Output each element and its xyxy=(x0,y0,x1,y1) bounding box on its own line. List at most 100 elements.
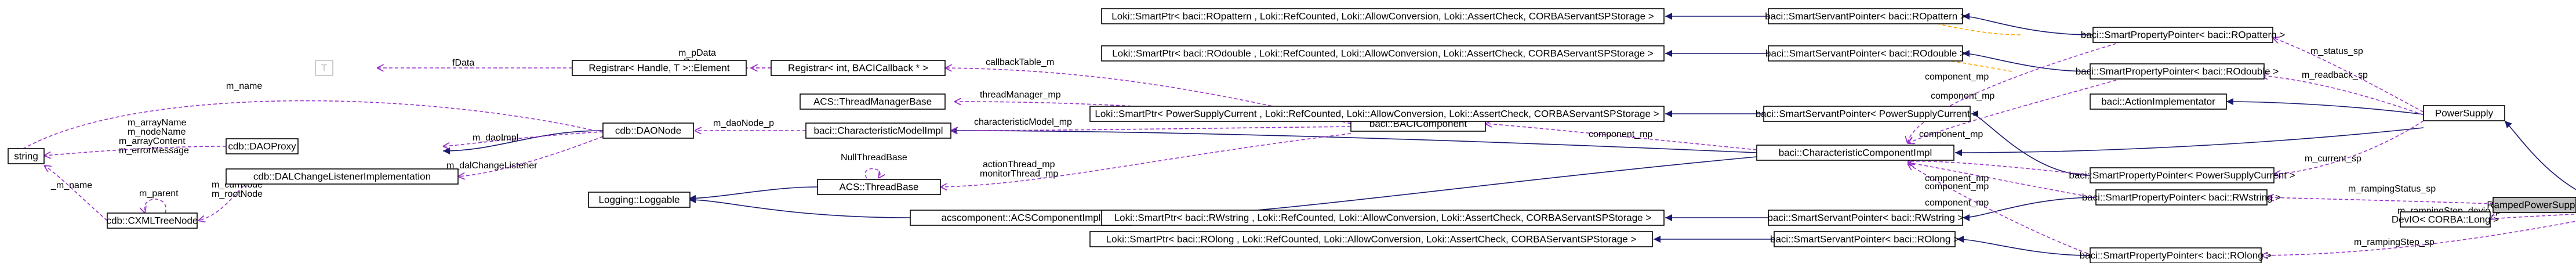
label-component-mp-4: component_mp xyxy=(1919,129,1983,139)
class-name: cdb::CXMLTreeNode xyxy=(107,215,198,226)
edge-inherit-spp-psc xyxy=(1971,110,2091,176)
class-node-ssp-rolong[interactable]: baci::SmartServantPointer< baci::ROlong … xyxy=(1770,231,1959,247)
edge-use-status-sp xyxy=(2273,38,2424,113)
class-name: baci::SmartServantPointer< baci::ROdoubl… xyxy=(1765,48,1965,59)
edge-use-string-cxml xyxy=(44,165,108,221)
edge-inherit-threadbase-logging xyxy=(688,186,818,202)
class-box xyxy=(226,168,459,185)
edge-use-cxml-parent xyxy=(144,199,167,213)
class-node-logging-loggable[interactable]: Logging::Loggable xyxy=(588,192,691,208)
class-name: baci::CharacteristicComponentImpl xyxy=(1779,147,1932,158)
class-node-spp-ropattern[interactable]: baci::SmartPropertyPointer< baci::ROpatt… xyxy=(2081,27,2286,43)
class-node-loki-rwstring[interactable]: Loki::SmartPtr< baci::RWstring , Loki::R… xyxy=(1101,210,1665,226)
edge-inherit-ramped-powersupply xyxy=(2504,120,2576,190)
label-monitorthread-mp: monitorThread_mp xyxy=(980,169,1058,179)
class-node-rampedpowersupply[interactable]: RampedPowerSupply xyxy=(2487,197,2576,213)
class-name: cdb::DAONode xyxy=(615,125,681,136)
class-box xyxy=(8,148,45,164)
class-name: ACS::ThreadBase xyxy=(839,182,918,193)
class-node-loki-rolong[interactable]: Loki::SmartPtr< baci::ROlong , Loki::Ref… xyxy=(1089,231,1653,247)
edge-use-component-2 xyxy=(1908,43,2117,143)
class-box xyxy=(602,123,694,139)
class-node-acs-threadmanagerbase[interactable]: ACS::ThreadManagerBase xyxy=(800,93,946,110)
class-box xyxy=(315,60,333,76)
label-characteristicmodel-mp: characteristicModel_mp xyxy=(974,117,1072,127)
class-node-acscomponent[interactable]: acscomponent::ACSComponentImpl xyxy=(910,210,1132,226)
class-box xyxy=(1101,8,1665,24)
class-node-string[interactable]: string xyxy=(8,148,45,164)
class-box xyxy=(572,60,747,76)
label-m-pdata: m_pData xyxy=(678,48,716,58)
class-node-loki-psc[interactable]: Loki::SmartPtr< PowerSupplyCurrent , Lok… xyxy=(1089,106,1665,122)
edge-inherit-spp-ropattern xyxy=(1962,13,2094,35)
class-box xyxy=(2090,247,2262,263)
class-node-registrar-element[interactable]: Registrar< Handle, T >::Element xyxy=(572,60,747,76)
edge-use-current-sp xyxy=(2274,120,2424,174)
class-node-spp-rolong[interactable]: baci::SmartPropertyPointer< baci::ROlong… xyxy=(2080,247,2272,263)
class-box xyxy=(1768,8,1963,24)
class-node-cdb-daoproxy[interactable]: cdb::DAOProxy xyxy=(226,138,299,154)
class-node-spp-rwstring[interactable]: baci::SmartPropertyPointer< baci::RWstri… xyxy=(2082,189,2281,206)
class-node-loki-rodouble[interactable]: Loki::SmartPtr< baci::ROdouble , Loki::R… xyxy=(1101,45,1665,62)
class-box xyxy=(2095,189,2268,206)
edge-use-rampingstep-devio-p xyxy=(2490,212,2576,219)
label-callbacktable-m: callbackTable_m xyxy=(986,57,1054,67)
class-box xyxy=(2400,211,2491,228)
label-m-parent: m_parent xyxy=(139,189,179,199)
class-box xyxy=(771,60,946,76)
class-name: ACS::ThreadManagerBase xyxy=(813,96,932,107)
class-node-acs-threadbase[interactable]: ACS::ThreadBase xyxy=(817,179,941,195)
class-name: baci::SmartPropertyPointer< baci::ROlong… xyxy=(2080,250,2272,261)
class-name: DevIO< CORBA::Long > xyxy=(2392,214,2499,225)
class-name: cdb::DALChangeListenerImplementation xyxy=(253,171,431,182)
class-box xyxy=(1756,145,1954,161)
class-node-t[interactable]: T xyxy=(315,60,333,76)
class-node-registrar-int[interactable]: Registrar< int, BACICallback * > xyxy=(771,60,946,76)
label-m-rootnode: m_rootNode xyxy=(212,189,263,199)
class-name: Registrar< Handle, T >::Element xyxy=(588,63,729,74)
class-node-ssp-rwstring[interactable]: baci::SmartServantPointer< baci::RWstrin… xyxy=(1768,210,1964,226)
class-node-baci-actionimpl[interactable]: baci::ActionImplementator xyxy=(2090,93,2227,110)
class-node-spp-rodouble[interactable]: baci::SmartPropertyPointer< baci::ROdoub… xyxy=(2076,63,2279,80)
label-m-current-sp: m_current_sp xyxy=(2305,154,2361,164)
edge-use-callbacktable xyxy=(945,68,1351,124)
class-name: Loki::SmartPtr< baci::ROlong , Loki::Ref… xyxy=(1106,234,1637,245)
class-name: acscomponent::ACSComponentImpl xyxy=(942,212,1101,224)
class-node-cdb-cxmltreenode[interactable]: cdb::CXMLTreeNode xyxy=(107,212,198,229)
edge-inherit-daoproxy-daonode xyxy=(442,130,604,154)
label-actionthread-mp: actionThread_mp xyxy=(983,160,1055,170)
label-m-nodename: m_nodeName xyxy=(128,127,186,137)
class-node-ssp-ropattern[interactable]: baci::SmartServantPointer< baci::ROpatte… xyxy=(1765,8,1966,24)
class-node-baci-charcompimpl[interactable]: baci::CharacteristicComponentImpl xyxy=(1756,145,1954,161)
class-node-baci-charmodelimpl[interactable]: baci::CharacteristicModelImpl xyxy=(805,123,951,139)
class-name: baci::SmartServantPointer< baci::RWstrin… xyxy=(1768,212,1964,224)
edge-use-string-daoproxy xyxy=(44,146,227,156)
class-name: Loki::SmartPtr< baci::ROpattern , Loki::… xyxy=(1111,11,1654,22)
class-node-devio-long[interactable]: DevIO< CORBA::Long > xyxy=(2392,211,2499,228)
class-box xyxy=(1763,106,1971,122)
class-name: Loki::SmartPtr< PowerSupplyCurrent , Lok… xyxy=(1095,109,1659,120)
class-node-cdb-dalchange[interactable]: cdb::DALChangeListenerImplementation xyxy=(226,168,459,185)
class-node-cdb-daonode[interactable]: cdb::DAONode xyxy=(602,123,694,139)
class-name: baci::SmartPropertyPointer< baci::RWstri… xyxy=(2082,192,2281,203)
class-name: cdb::DAOProxy xyxy=(228,141,296,152)
label-m-arrayname: m_arrayName xyxy=(128,118,186,128)
label-fdata: fData xyxy=(452,58,474,68)
label-threadmanager-mp: threadManager_mp xyxy=(980,90,1061,100)
class-box xyxy=(1089,106,1665,122)
label-component-mp-1: component_mp xyxy=(1589,129,1652,139)
class-node-powersupply[interactable]: PowerSupply xyxy=(2423,105,2505,121)
label-m-name: m_name xyxy=(226,81,262,91)
class-box xyxy=(2090,63,2265,80)
class-box xyxy=(805,123,951,139)
class-node-ssp-psc[interactable]: baci::SmartServantPointer< PowerSupplyCu… xyxy=(1756,106,1979,122)
class-node-ssp-rodouble[interactable]: baci::SmartServantPointer< baci::ROdoubl… xyxy=(1765,45,1965,62)
edge-use-readback-sp xyxy=(2261,75,2424,116)
class-node-spp-psc[interactable]: baci::SmartPropertyPointer< PowerSupplyC… xyxy=(2069,167,2295,183)
edge-use-component-4 xyxy=(1908,161,2094,176)
edge-use-charmodel xyxy=(951,126,1351,131)
class-name: Loki::SmartPtr< baci::ROdouble , Loki::R… xyxy=(1112,48,1654,59)
class-box xyxy=(910,210,1132,226)
class-node-loki-ropattern[interactable]: Loki::SmartPtr< baci::ROpattern , Loki::… xyxy=(1101,8,1665,24)
